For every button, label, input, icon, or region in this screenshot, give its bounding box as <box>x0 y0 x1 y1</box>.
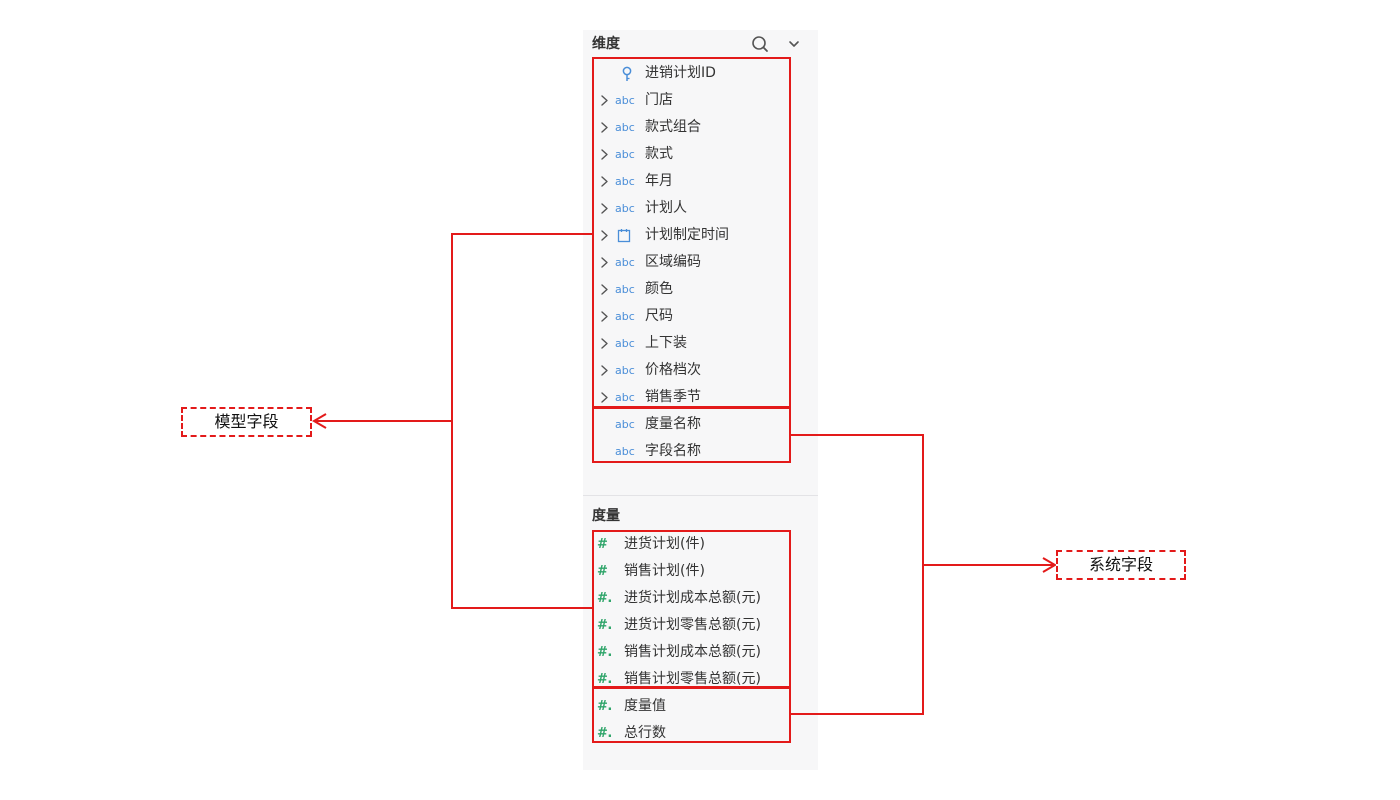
measure-field[interactable]: #. 销售计划零售总额(元) <box>593 666 789 693</box>
field-label: 度量名称 <box>645 416 701 432</box>
text-type-icon: abc <box>615 364 635 377</box>
number-type-icon: #. <box>597 645 612 660</box>
text-type-icon: abc <box>615 283 635 296</box>
field-label: 价格档次 <box>645 362 701 378</box>
dimensions-header: 维度 <box>592 36 620 52</box>
dimension-field[interactable]: abc 字段名称 <box>593 438 789 465</box>
chevron-right-icon[interactable] <box>599 195 611 222</box>
model-fields-callout: 模型字段 <box>181 407 312 437</box>
search-icon[interactable] <box>750 34 770 54</box>
measure-field[interactable]: #. 度量值 <box>593 693 789 720</box>
field-label: 计划制定时间 <box>645 227 729 243</box>
field-label: 颜色 <box>645 281 673 297</box>
section-divider <box>583 495 818 496</box>
chevron-down-icon[interactable] <box>784 34 804 54</box>
chevron-right-icon[interactable] <box>599 141 611 168</box>
dimension-field[interactable]: abc 尺码 <box>593 303 789 330</box>
measure-field[interactable]: #. 总行数 <box>593 720 789 747</box>
dimension-field[interactable]: abc 价格档次 <box>593 357 789 384</box>
text-type-icon: abc <box>615 94 635 107</box>
field-label: 尺码 <box>645 308 673 324</box>
dimension-field[interactable]: abc 上下装 <box>593 330 789 357</box>
dimension-field[interactable]: 进销计划ID <box>593 60 789 87</box>
dimension-field[interactable]: abc 计划人 <box>593 195 789 222</box>
chevron-right-icon[interactable] <box>599 87 611 114</box>
text-type-icon: abc <box>615 148 635 161</box>
field-label: 销售季节 <box>645 389 701 405</box>
text-type-icon: abc <box>615 202 635 215</box>
field-label: 款式组合 <box>645 119 701 135</box>
chevron-right-icon[interactable] <box>599 303 611 330</box>
measure-field[interactable]: #. 进货计划零售总额(元) <box>593 612 789 639</box>
field-label: 进货计划成本总额(元) <box>624 590 761 606</box>
dimension-field[interactable]: abc 款式组合 <box>593 114 789 141</box>
text-type-icon: abc <box>615 337 635 350</box>
chevron-right-icon[interactable] <box>599 114 611 141</box>
dimension-field[interactable]: abc 颜色 <box>593 276 789 303</box>
number-type-icon: #. <box>597 672 612 687</box>
measure-field[interactable]: #. 进货计划成本总额(元) <box>593 585 789 612</box>
dimension-field[interactable]: abc 款式 <box>593 141 789 168</box>
chevron-right-icon[interactable] <box>599 330 611 357</box>
field-label: 上下装 <box>645 335 687 351</box>
field-label: 总行数 <box>624 725 666 741</box>
field-label: 销售计划零售总额(元) <box>624 671 761 687</box>
chevron-right-icon[interactable] <box>599 168 611 195</box>
number-type-icon: #. <box>597 699 612 714</box>
field-label: 进销计划ID <box>645 65 716 81</box>
text-type-icon: abc <box>615 256 635 269</box>
field-label: 计划人 <box>645 200 687 216</box>
measure-field-list: # 进货计划(件) # 销售计划(件) #. 进货计划成本总额(元) #. 进货计划零售总额(… <box>593 531 789 747</box>
field-label: 年月 <box>645 173 673 189</box>
dimension-field[interactable]: 计划制定时间 <box>593 222 789 249</box>
chevron-right-icon[interactable] <box>599 222 611 249</box>
text-type-icon: abc <box>615 418 635 431</box>
text-type-icon: abc <box>615 310 635 323</box>
text-type-icon: abc <box>615 391 635 404</box>
dimension-field[interactable]: abc 度量名称 <box>593 411 789 438</box>
chevron-right-icon[interactable] <box>599 384 611 411</box>
dimension-field[interactable]: abc 年月 <box>593 168 789 195</box>
field-label: 门店 <box>645 92 673 108</box>
dimension-field[interactable]: abc 区域编码 <box>593 249 789 276</box>
dimension-field-list: 进销计划ID abc 门店 abc 款式组合 abc 款式 abc 年月 abc 计划人计划制定时间… <box>593 60 789 465</box>
field-label: 销售计划成本总额(元) <box>624 644 761 660</box>
number-type-icon: #. <box>597 591 612 606</box>
text-type-icon: abc <box>615 121 635 134</box>
field-label: 销售计划(件) <box>624 563 705 579</box>
measure-field[interactable]: #. 销售计划成本总额(元) <box>593 639 789 666</box>
number-type-icon: #. <box>597 618 612 633</box>
field-label: 进货计划(件) <box>624 536 705 552</box>
dimension-field[interactable]: abc 门店 <box>593 87 789 114</box>
chevron-right-icon[interactable] <box>599 357 611 384</box>
measures-header: 度量 <box>592 508 620 524</box>
field-label: 字段名称 <box>645 443 701 459</box>
chevron-right-icon[interactable] <box>599 276 611 303</box>
field-label: 度量值 <box>624 698 666 714</box>
text-type-icon: abc <box>615 445 635 458</box>
panel-toolbar <box>750 34 808 54</box>
system-fields-callout: 系统字段 <box>1056 550 1186 580</box>
field-panel <box>583 30 818 770</box>
field-label: 进货计划零售总额(元) <box>624 617 761 633</box>
number-type-icon: # <box>597 537 608 552</box>
measure-field[interactable]: # 销售计划(件) <box>593 558 789 585</box>
field-label: 区域编码 <box>645 254 701 270</box>
field-label: 款式 <box>645 146 673 162</box>
number-type-icon: # <box>597 564 608 579</box>
text-type-icon: abc <box>615 175 635 188</box>
dimension-field[interactable]: abc 销售季节 <box>593 384 789 411</box>
measure-field[interactable]: # 进货计划(件) <box>593 531 789 558</box>
chevron-right-icon[interactable] <box>599 249 611 276</box>
number-type-icon: #. <box>597 726 612 741</box>
